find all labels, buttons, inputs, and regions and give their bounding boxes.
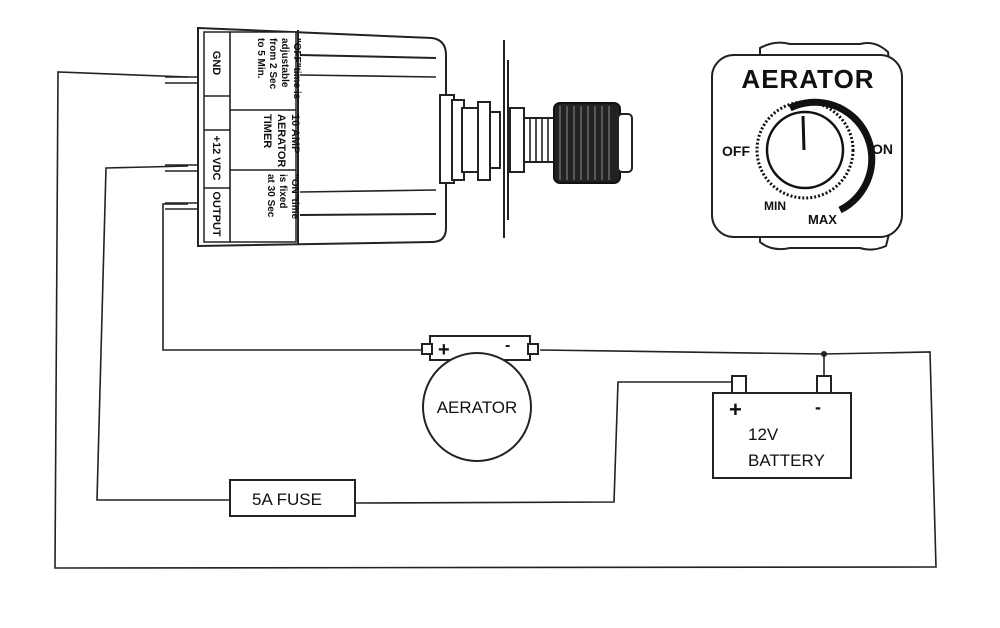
- battery-voltage: 12V: [748, 425, 779, 444]
- fuse: 5A FUSE: [229, 479, 356, 517]
- aerator-plus: +: [438, 339, 450, 361]
- timer-shaft: [523, 117, 557, 163]
- svg-text:from 2 Sec: from 2 Sec: [267, 38, 278, 90]
- svg-text:"OFF"time is: "OFF"time is: [291, 38, 302, 100]
- dial-on-label: ON: [872, 141, 893, 157]
- aerator-negative-wire: [539, 349, 825, 378]
- battery-body: [712, 392, 852, 479]
- battery-minus: -: [815, 397, 821, 417]
- dial-max-label: MAX: [808, 212, 837, 227]
- aerator-timer: GND +12 VDC OUTPUT "OFF"time is adjustab…: [165, 26, 633, 248]
- svg-text:is fixed: is fixed: [277, 174, 288, 208]
- gnd-label: GND: [210, 51, 222, 76]
- fuse-body: [229, 479, 356, 517]
- aerator-minus: -: [505, 337, 510, 354]
- battery-label: BATTERY: [748, 451, 825, 470]
- aerator-motor: + - AERATOR: [421, 335, 539, 462]
- dial-off-label: OFF: [722, 143, 750, 159]
- aerator-faceplate: AERATOR OFF ON MIN MAX: [711, 41, 903, 251]
- output-label: OUTPUT: [210, 191, 222, 237]
- timer-label-panel: [203, 31, 297, 243]
- dial-knob: [765, 110, 845, 190]
- svg-text:10 AMP: 10 AMP: [289, 114, 301, 153]
- shaft-threads: [529, 118, 549, 162]
- fuse-label: 5A FUSE: [252, 490, 322, 509]
- wiring: [54, 71, 937, 569]
- dial-min-label: MIN: [764, 199, 786, 213]
- aerator-label: AERATOR: [437, 398, 518, 417]
- power-wire: [96, 165, 230, 501]
- battery: + - 12V BATTERY: [712, 375, 852, 479]
- dial-pointer: [801, 115, 806, 151]
- dial-scale-arc: [788, 98, 876, 214]
- svg-text:"ON"time: "ON"time: [289, 174, 300, 219]
- battery-plus: +: [729, 397, 742, 422]
- timer-title: 10 AMP AERATOR TIMER: [261, 114, 301, 167]
- aerator-body: [422, 352, 532, 462]
- ground-wire: [54, 71, 937, 569]
- svg-text:adjustable: adjustable: [279, 38, 290, 88]
- off-time-note: "OFF"time is adjustable from 2 Sec to 5 …: [255, 38, 302, 100]
- vdc-label: +12 VDC: [210, 136, 222, 181]
- svg-text:at 30 Sec: at 30 Sec: [265, 174, 276, 218]
- svg-text:TIMER: TIMER: [261, 114, 273, 148]
- svg-text:AERATOR: AERATOR: [275, 114, 287, 167]
- svg-text:to 5 Min.: to 5 Min.: [255, 38, 266, 79]
- faceplate-title: AERATOR: [741, 64, 874, 94]
- junction-dot: [821, 351, 827, 357]
- output-wire: [162, 203, 428, 351]
- fuse-to-battery-wire: [354, 381, 741, 504]
- timer-knob: [553, 102, 621, 184]
- on-time-note: "ON"time is fixed at 30 Sec: [265, 174, 300, 219]
